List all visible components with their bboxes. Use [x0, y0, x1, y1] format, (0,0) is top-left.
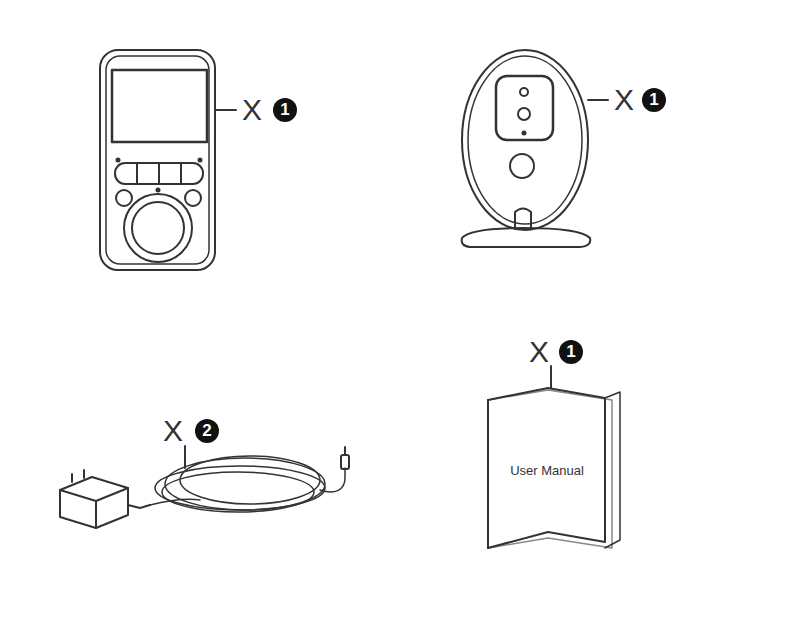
booklet-title: User Manual — [510, 464, 584, 477]
user-manual-booklet — [488, 366, 620, 548]
quantity-number: 2 — [195, 419, 219, 443]
quantity-multiplier: X — [242, 95, 262, 125]
quantity-number: 1 — [642, 88, 666, 112]
quantity-multiplier: X — [163, 416, 183, 446]
quantity-multiplier: X — [614, 85, 634, 115]
quantity-number: 1 — [273, 98, 297, 122]
parent-monitor — [100, 50, 236, 270]
quantity-number: 1 — [559, 340, 583, 364]
quantity-multiplier: X — [529, 337, 549, 367]
baby-camera — [462, 50, 608, 247]
power-adapter — [60, 446, 349, 528]
